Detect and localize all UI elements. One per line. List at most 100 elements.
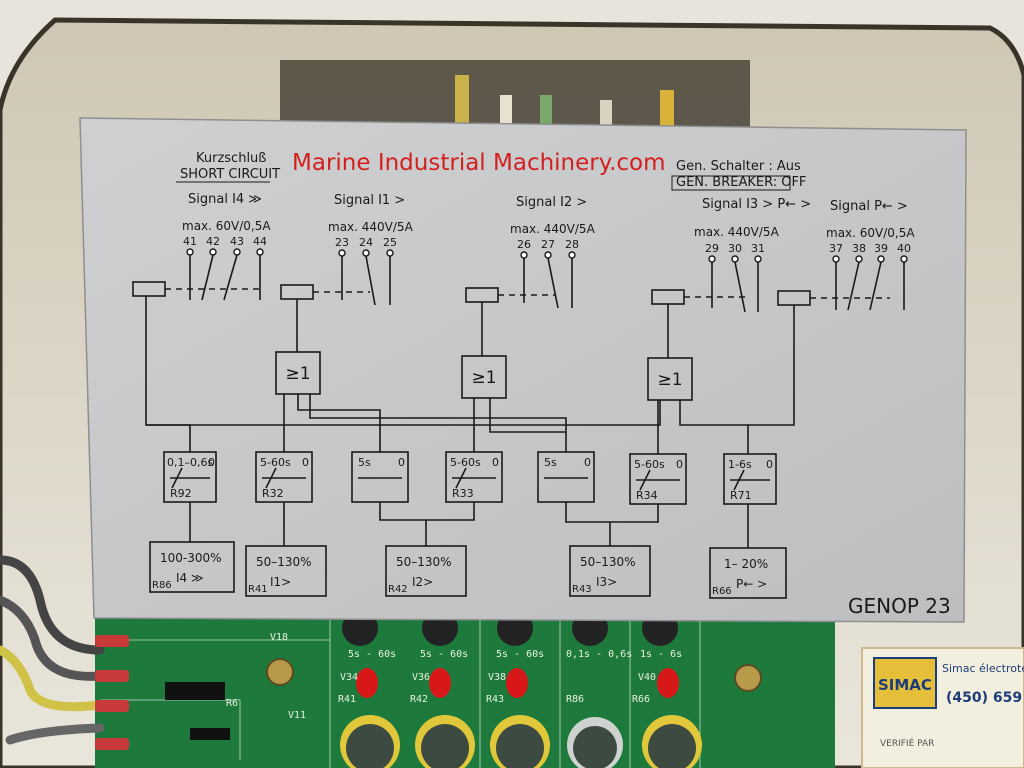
terminal-number: 30 (728, 242, 742, 255)
signal-labels: Signal I4 ≫ Signal I1 > Signal I2 > Sign… (188, 192, 908, 214)
pcb-timer-label: 0,1s - 0,6s (566, 649, 632, 660)
terminal-number: 29 (705, 242, 719, 255)
timer-ref: R32 (262, 487, 284, 500)
timer-range: 5s (544, 456, 557, 469)
pcb-misc-label: V11 (288, 710, 306, 721)
timer-zero: 0 (398, 456, 405, 469)
header-right-en: GEN. BREAKER: OFF (676, 175, 806, 190)
terminal-number: 38 (852, 242, 866, 255)
or-gate-labels: ≥1 ≥1 ≥1 (285, 364, 682, 390)
setpoint-ref: R41 (248, 584, 268, 595)
setpoint-range: 50–130% (580, 555, 636, 569)
timer-ref: R34 (636, 489, 658, 502)
setpoint-labels: 100-300% I4 ≫ R86 50–130% I1> R41 50–130… (152, 551, 768, 597)
wiring-diagram (132, 254, 905, 599)
wire-terminals (95, 635, 129, 750)
sticker-text: SIMAC Simac électrote (450) 659 VERIFIÉ … (878, 662, 1024, 749)
signal-label: Signal I4 ≫ (188, 192, 262, 207)
terminal-number: 39 (874, 242, 888, 255)
timer-zero: 0 (676, 458, 683, 471)
sticker-brand: SIMAC (878, 676, 932, 694)
rating-label: max. 440V/5A (510, 222, 596, 236)
pcb-led-label: V38 (488, 672, 506, 683)
setpoint-range: 50–130% (396, 555, 452, 569)
pcb-screws (266, 658, 762, 692)
timer-zero: 0 (208, 456, 215, 469)
sticker-company: Simac électrote (942, 662, 1024, 675)
sticker-verified: VERIFIÉ PAR (880, 737, 934, 749)
terminal-number: 37 (829, 242, 843, 255)
pcb-potentiometers (340, 715, 702, 768)
timer-range: 5-60s (634, 458, 665, 471)
timer-range: 5-60s (260, 456, 291, 469)
pcb-silkscreen: 5s - 60s 5s - 60s 5s - 60s 0,1s - 0,6s 1… (226, 632, 682, 721)
setpoint-range: 1– 20% (724, 557, 768, 571)
pcb-traces (100, 620, 701, 768)
terminal-number: 43 (230, 235, 244, 248)
setpoint-ref: R86 (152, 580, 172, 591)
pcb-timer-label: 5s - 60s (348, 649, 396, 660)
rating-label: max. 440V/5A (694, 225, 780, 239)
signal-label: Signal I3 > P← > (702, 197, 811, 212)
setpoint-ref: R43 (572, 584, 592, 595)
setpoint-signal: I1> (270, 575, 291, 589)
setpoint-signal: I4 ≫ (176, 571, 204, 585)
setpoint-signal: P← > (736, 577, 767, 591)
setpoint-ref: R42 (388, 584, 408, 595)
terminal-number: 28 (565, 238, 579, 251)
timer-range: 5-60s (450, 456, 481, 469)
pcb-timer-label: 5s - 60s (420, 649, 468, 660)
timer-zero: 0 (584, 456, 591, 469)
pcb-led-label: V36 (412, 672, 430, 683)
setpoint-range: 100-300% (160, 551, 222, 565)
terminal-numbers: 41 42 43 44 23 24 25 26 27 28 29 30 31 3… (183, 235, 911, 255)
timer-labels: 0,1–0,6s 0 R92 5-60s 0 R32 5s 0 5-60s 0 … (167, 456, 773, 502)
pcb-pot-label: R66 (632, 694, 650, 705)
or-gate-label: ≥1 (471, 368, 496, 388)
pcb-diode (190, 728, 230, 740)
pcb-pot-label: R43 (486, 694, 504, 705)
terminal-number: 41 (183, 235, 197, 248)
watermark-text: Marine Industrial Machinery.com (292, 150, 666, 176)
setpoint-ref: R66 (712, 586, 732, 597)
timer-range: 5s (358, 456, 371, 469)
pcb-misc-label: V18 (270, 632, 288, 643)
timer-ref: R92 (170, 487, 192, 500)
pcb-timer-label: 5s - 60s (496, 649, 544, 660)
diagram-panel (79, 117, 967, 623)
header-left-en: SHORT CIRCUIT (180, 167, 280, 182)
terminal-number: 24 (359, 236, 373, 249)
panel-headers: Kurzschluß SHORT CIRCUIT Gen. Schalter :… (180, 151, 806, 190)
setpoint-range: 50–130% (256, 555, 312, 569)
pcb-leds (356, 668, 679, 698)
pcb-pot-label: R42 (410, 694, 428, 705)
header-right-de: Gen. Schalter : Aus (676, 159, 801, 174)
pcb-misc-label: R6 (226, 698, 238, 709)
or-gate-label: ≥1 (285, 364, 310, 384)
rating-label: max. 60V/0,5A (182, 219, 271, 233)
wire-harness-left (0, 555, 105, 745)
pcb-chip (165, 682, 225, 700)
timer-ref: R71 (730, 489, 752, 502)
sticker-phone: (450) 659 (946, 690, 1022, 706)
terminal-number: 26 (517, 238, 531, 251)
timer-range: 0,1–0,6s (167, 456, 213, 469)
header-underlines (176, 175, 791, 191)
pcb-led-label: V34 (340, 672, 358, 683)
terminal-number: 31 (751, 242, 765, 255)
or-gate-label: ≥1 (657, 370, 682, 390)
pcb-pot-label: R86 (566, 694, 584, 705)
terminal-posts (186, 248, 908, 263)
timer-range: 1-6s (728, 458, 752, 471)
pcb-pot-label: R41 (338, 694, 356, 705)
setpoint-signal: I2> (412, 575, 433, 589)
timer-ref: R33 (452, 487, 474, 500)
simac-logo (873, 657, 937, 709)
terminal-number: 25 (383, 236, 397, 249)
pcb-led-label: V40 (638, 672, 656, 683)
pcb-timer-label: 1s - 6s (640, 649, 682, 660)
model-label: GENOP 23 (848, 594, 951, 618)
signal-label: Signal I2 > (516, 195, 587, 210)
terminal-number: 42 (206, 235, 220, 248)
